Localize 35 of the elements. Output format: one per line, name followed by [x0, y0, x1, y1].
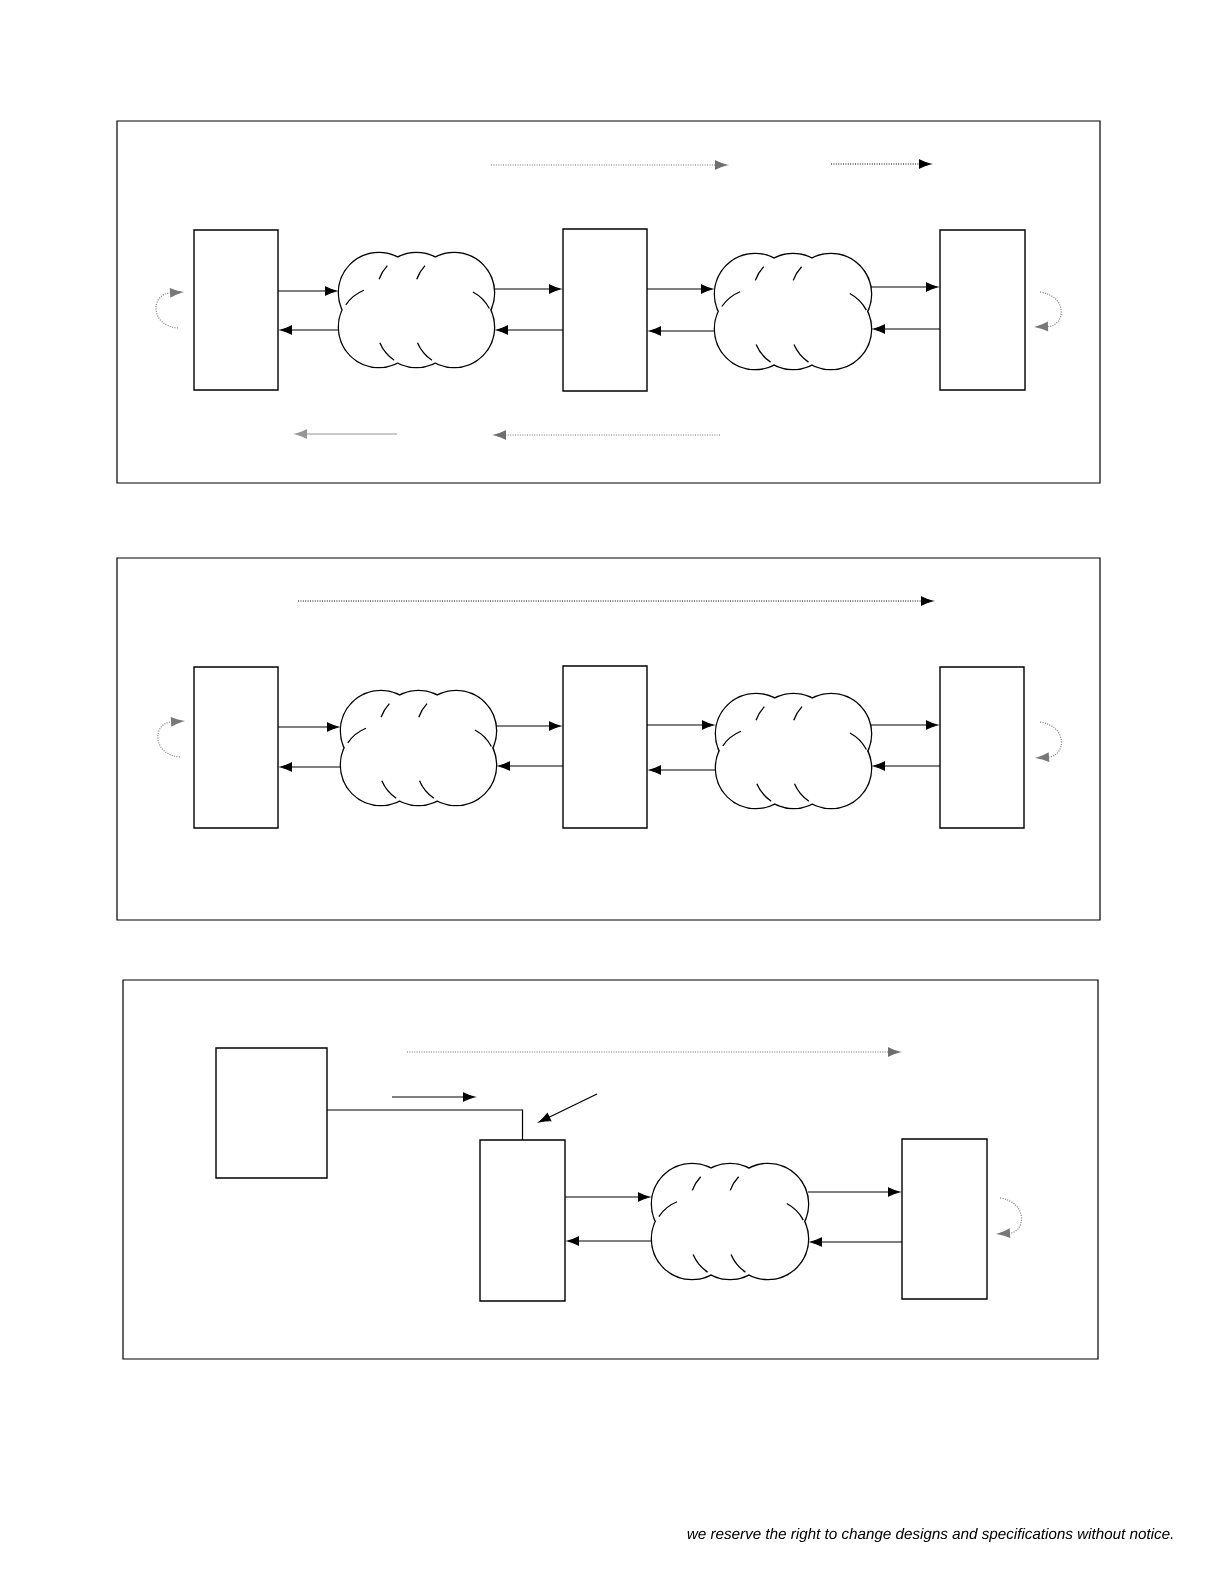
arrow	[870, 282, 938, 292]
empty-box	[215, 1047, 328, 1179]
arrow	[567, 1236, 653, 1246]
arrow	[810, 1237, 903, 1247]
footer-note: we reserve the right to change designs and specifications without notice.	[687, 1527, 1173, 1543]
arrow	[807, 1187, 900, 1197]
arrow	[873, 324, 941, 334]
empty-box	[479, 1139, 566, 1302]
arrow	[646, 284, 713, 294]
arrow	[280, 325, 340, 335]
arrow	[277, 286, 337, 296]
arrow	[646, 720, 714, 730]
empty-box	[562, 228, 648, 392]
empty-box	[939, 666, 1025, 829]
empty-box	[562, 665, 648, 829]
empty-box	[939, 229, 1026, 391]
cloud	[713, 252, 873, 371]
cloud	[650, 1162, 810, 1281]
arrow	[493, 284, 561, 294]
arrow	[498, 761, 564, 771]
empty-box	[901, 1138, 988, 1300]
arrow	[873, 761, 941, 771]
empty-box	[193, 229, 279, 391]
cloud	[337, 251, 496, 369]
arrow	[496, 325, 564, 335]
cloud	[339, 689, 498, 807]
arrow	[280, 762, 342, 772]
arrow	[649, 765, 717, 775]
arrow	[564, 1192, 650, 1202]
arrow	[277, 722, 339, 732]
arrow	[495, 721, 561, 731]
arrow	[649, 326, 716, 336]
arrow	[870, 720, 938, 730]
empty-box	[193, 666, 279, 829]
cloud	[714, 692, 873, 810]
